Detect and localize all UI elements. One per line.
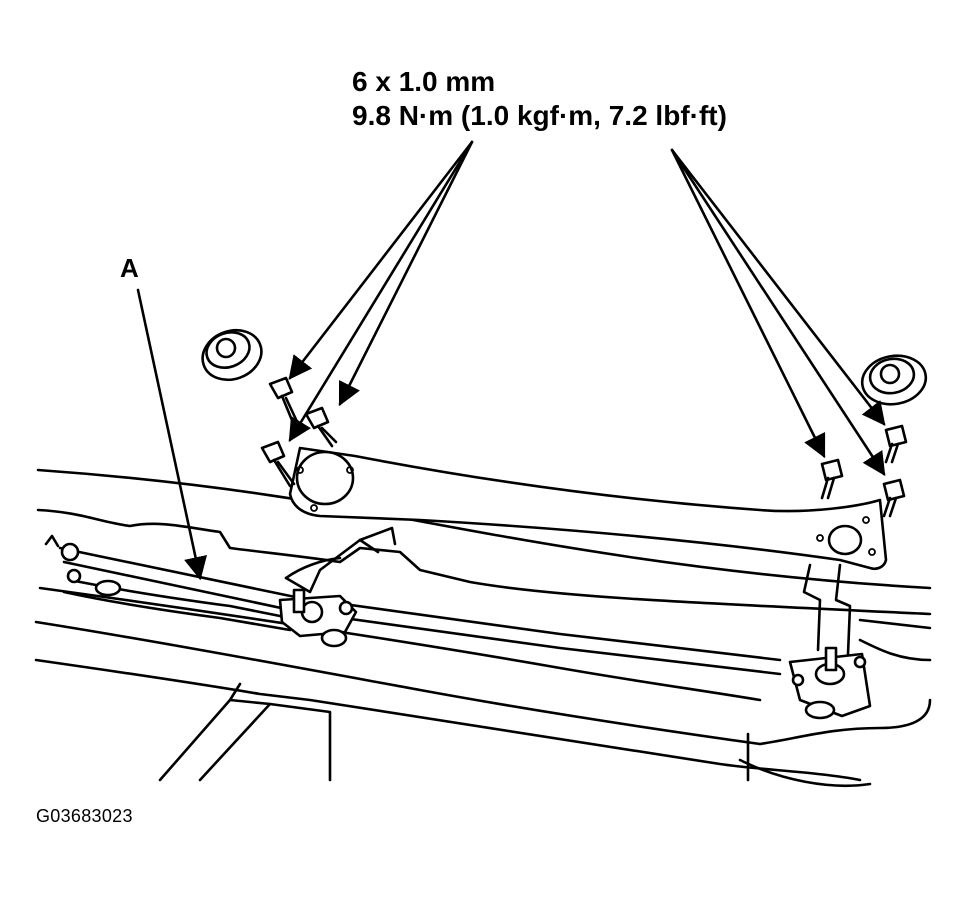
left-grommet <box>201 328 263 382</box>
bolt-icon <box>882 478 906 518</box>
bolt-icon <box>268 376 302 432</box>
figure-id-label: G03683023 <box>36 806 133 826</box>
bolt-icon <box>884 424 908 464</box>
bolt-icon <box>304 406 338 448</box>
leader-lines <box>136 140 886 581</box>
wiper-linkage-rods <box>44 534 782 676</box>
bolt-icon <box>260 440 296 488</box>
cowl-panel <box>34 468 932 787</box>
torque-spec-label: 9.8 N·m (1.0 kgf·m, 7.2 lbf·ft) <box>352 100 727 131</box>
right-pivot <box>788 646 872 720</box>
right-grommet <box>860 354 928 406</box>
callout-a-label: A <box>120 253 139 283</box>
left-pivot <box>278 588 358 648</box>
fastener-size-label: 6 x 1.0 mm <box>352 66 496 97</box>
bolt-icon <box>820 458 844 500</box>
wiper-frame-bracket <box>284 446 888 656</box>
